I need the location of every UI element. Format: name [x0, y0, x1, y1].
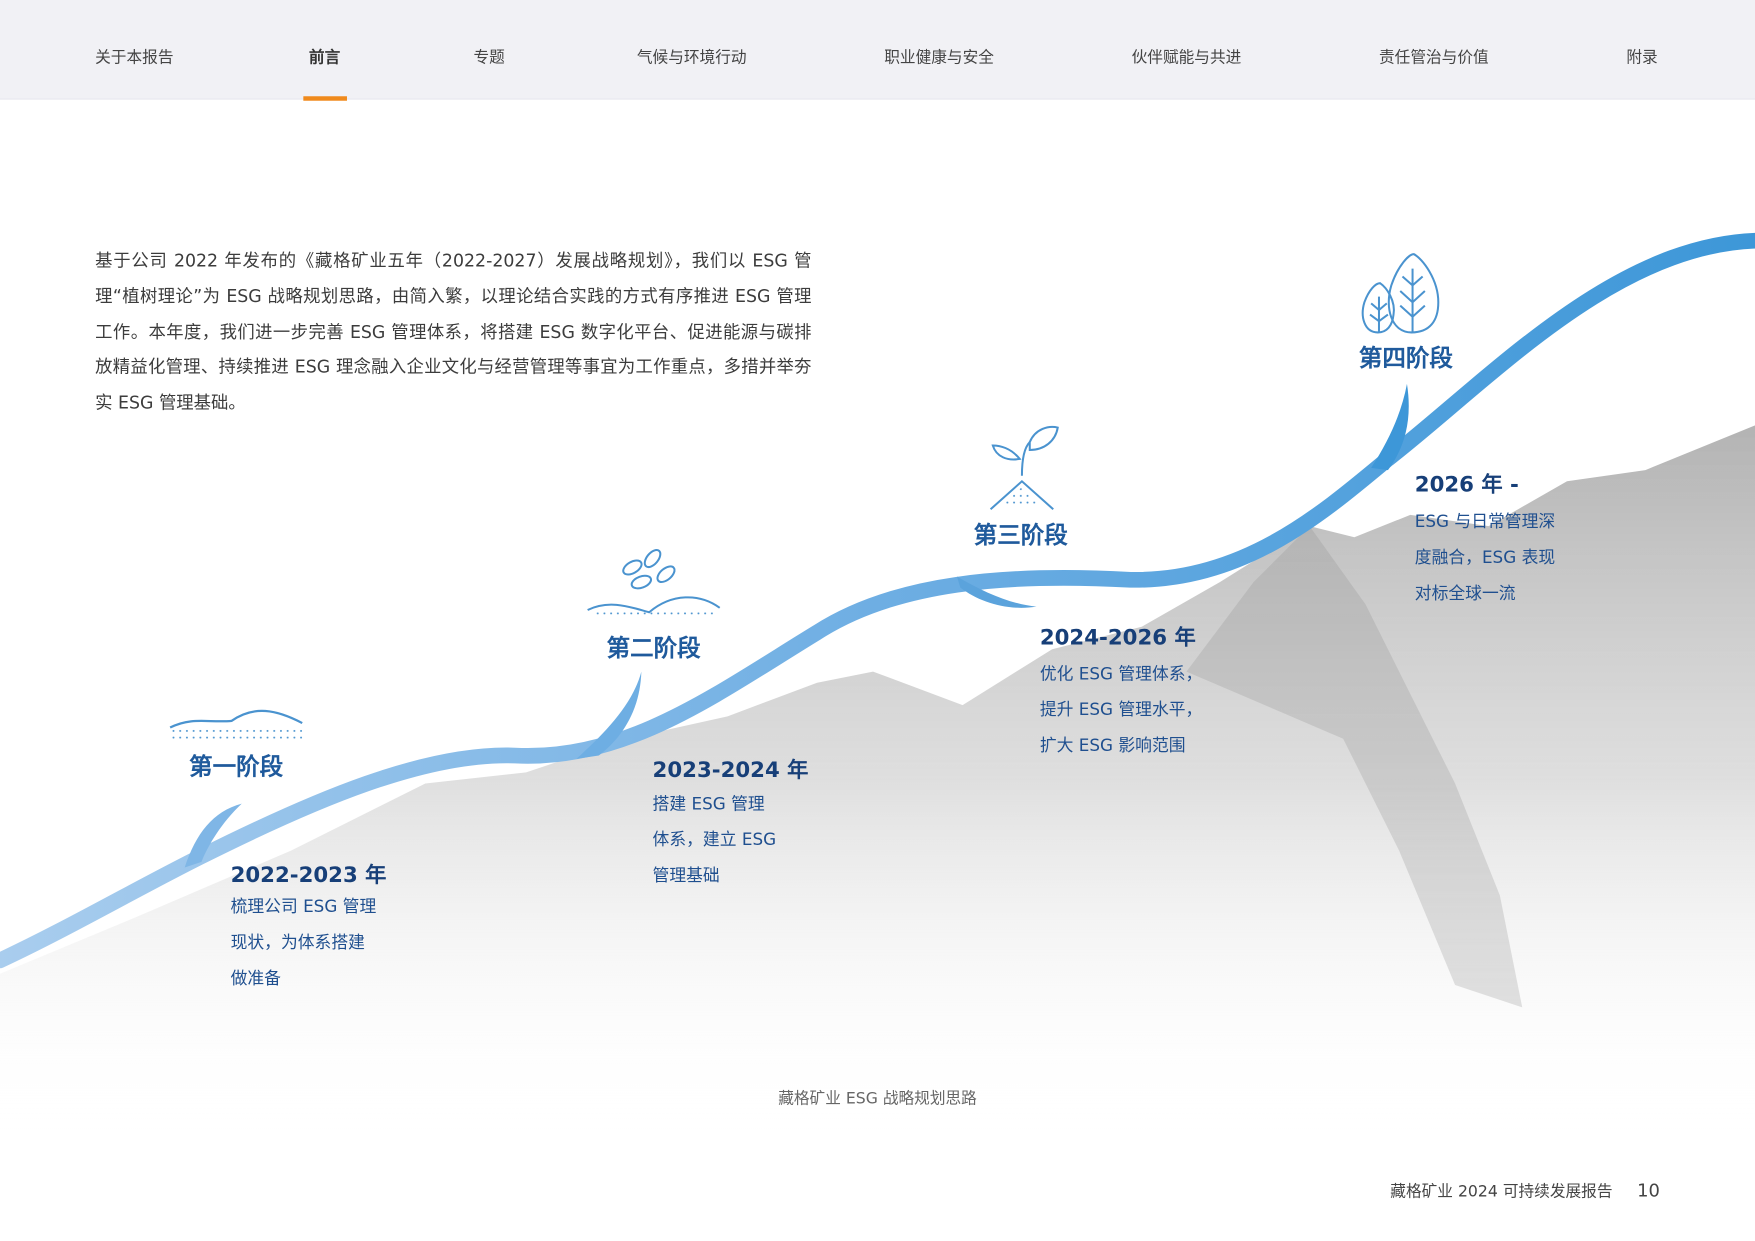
stage-2-label: 第二阶段	[606, 634, 701, 662]
stage-4-desc: ESG 与日常管理深 度融合，ESG 表现 对标全球一流	[1415, 505, 1555, 612]
desc-line: ESG 与日常管理深	[1414, 511, 1556, 532]
trees-icon	[1361, 253, 1440, 334]
desc-line: 优化 ESG 管理体系，	[1039, 663, 1203, 684]
nav-governance[interactable]: 责任管治与价值	[1378, 49, 1489, 68]
sprout-icon	[989, 425, 1059, 511]
active-tab-indicator	[303, 96, 347, 101]
growth-curve	[0, 232, 1755, 969]
desc-line: 搭建 ESG 管理	[652, 793, 765, 814]
nav-appendix[interactable]: 附录	[1626, 49, 1658, 68]
stage-3-years: 2024-2026 年	[1039, 625, 1196, 651]
nav-special-topic[interactable]: 专题	[473, 49, 505, 68]
seeds-icon	[587, 549, 721, 619]
ground-icon	[169, 709, 303, 739]
figure-caption: 藏格矿业 ESG 战略规划思路	[778, 1090, 977, 1109]
branch-stage3	[957, 576, 1037, 608]
nav-partners[interactable]: 伙伴赋能与共进	[1131, 49, 1242, 68]
desc-line: 做准备	[230, 967, 281, 988]
stage-2-years: 2023-2024 年	[652, 757, 809, 783]
desc-line: 对标全球一流	[1414, 582, 1516, 603]
stage-4-years: 2026 年 -	[1414, 472, 1519, 497]
mountain-ridge	[1186, 526, 1523, 1008]
stage-4-label: 第四阶段	[1358, 344, 1453, 372]
desc-line: 度融合，ESG 表现	[1414, 547, 1556, 568]
desc-line: 梳理公司 ESG 管理	[230, 896, 377, 917]
stage-1-label: 第一阶段	[189, 753, 284, 781]
nav-about-report[interactable]: 关于本报告	[95, 49, 174, 68]
page-number: 10	[1637, 1179, 1660, 1202]
page-footer: 藏格矿业 2024 可持续发展报告 10	[1390, 1180, 1660, 1202]
desc-line: 扩大 ESG 影响范围	[1039, 734, 1186, 756]
desc-line: 管理基础	[652, 864, 720, 885]
desc-line: 体系，建立 ESG	[652, 829, 777, 850]
intro-paragraph: 基于公司 2022 年发布的《藏格矿业五年（2022-2027）发展战略规划》，…	[95, 250, 812, 414]
branch-stage1	[184, 803, 242, 868]
stage-2-desc: 搭建 ESG 管理 体系，建立 ESG 管理基础	[653, 787, 777, 894]
desc-line: 现状，为体系搭建	[230, 932, 365, 953]
stage-3-label: 第三阶段	[973, 521, 1068, 549]
branch-stage2	[576, 671, 642, 759]
nav-foreword[interactable]: 前言	[308, 49, 341, 68]
stage-1-desc: 梳理公司 ESG 管理 现状，为体系搭建 做准备	[231, 890, 377, 997]
mountain-backdrop	[0, 425, 1755, 1131]
nav-climate[interactable]: 气候与环境行动	[636, 49, 747, 68]
stage-1-years: 2022-2023 年	[230, 862, 387, 888]
top-nav: 关于本报告 前言 专题 气候与环境行动 职业健康与安全 伙伴赋能与共进 责任管治…	[0, 0, 1755, 101]
stage-3-desc: 优化 ESG 管理体系， 提升 ESG 管理水平， 扩大 ESG 影响范围	[1040, 657, 1202, 764]
branch-stage4	[1371, 383, 1409, 471]
nav-health-safety[interactable]: 职业健康与安全	[884, 49, 994, 68]
desc-line: 提升 ESG 管理水平，	[1039, 699, 1203, 720]
report-title: 藏格矿业 2024 可持续发展报告	[1390, 1183, 1613, 1202]
